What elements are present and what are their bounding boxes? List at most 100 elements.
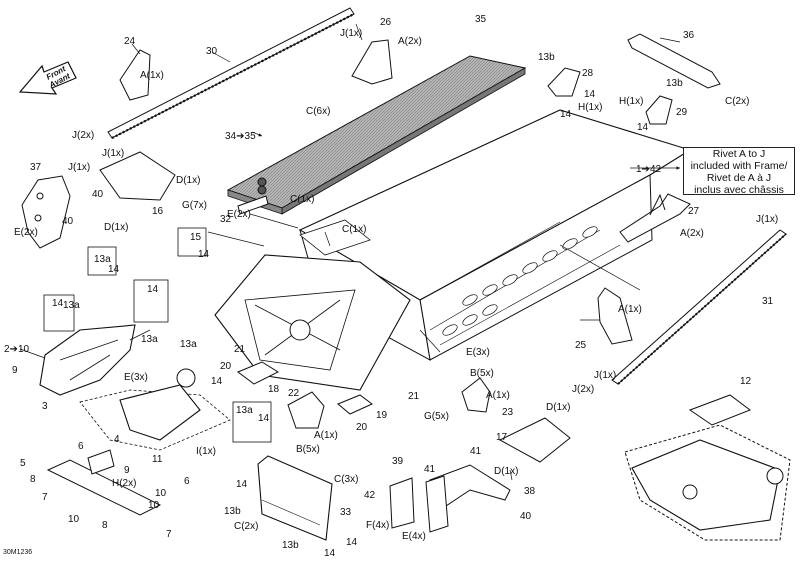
callout-h1x-a: H(1x) [578, 102, 602, 113]
callout-14-h: 14 [211, 376, 223, 387]
rivet-note-line-1: Rivet A to J [712, 148, 766, 160]
callout-7-a: 7 [42, 492, 48, 503]
bracket-part-28 [547, 67, 581, 97]
callout-4: 4 [114, 434, 120, 445]
callout-h1x-b: H(1x) [619, 96, 643, 107]
callout-9-a: 9 [12, 365, 18, 376]
callout-2-10: 2➔10 [4, 344, 30, 355]
callout-j1x-d: J(1x) [756, 214, 778, 225]
bracket-part-16 [99, 151, 176, 201]
rail-part-30 [107, 7, 355, 139]
front-frame-part-3 [39, 324, 136, 396]
bracket-part-26 [351, 39, 393, 85]
callout-32: 32 [220, 214, 232, 225]
callout-3: 3 [42, 401, 48, 412]
callout-13b-d: 13b [282, 540, 299, 551]
rivet-note-box: Rivet A to J included with Frame/ Rivet … [683, 147, 795, 196]
callout-14-d: 14 [108, 264, 120, 275]
callout-23: 23 [502, 407, 514, 418]
callout-b5x-b: B(5x) [296, 444, 320, 455]
callout-21-a: 21 [234, 344, 246, 355]
bracket-part-29 [645, 95, 673, 125]
rivet-note-line-4: inclus avec châssis [694, 184, 784, 196]
callout-31: 31 [762, 296, 774, 307]
callout-j1x-e: J(1x) [594, 370, 616, 381]
callout-13a-e: 13a [236, 405, 253, 416]
callout-d1x-a: D(1x) [176, 175, 200, 186]
callout-20-a: 20 [220, 361, 232, 372]
callout-8-a: 8 [30, 474, 36, 485]
callout-13a-b: 13a [63, 300, 80, 311]
callout-35: 35 [475, 14, 487, 25]
callout-a1x-c: A(1x) [486, 390, 510, 401]
callout-e2x-a: E(2x) [14, 227, 38, 238]
bracket-part-36 [627, 33, 721, 89]
callout-e2x-b: E(2x) [227, 209, 251, 220]
callout-14-c: 14 [637, 122, 649, 133]
bracket-part-24 [119, 49, 151, 101]
side-panel-part-33 [257, 455, 333, 541]
bracket-part-27 [619, 193, 691, 243]
front-direction-arrow: Front Avant [18, 61, 77, 95]
callout-28: 28 [582, 68, 594, 79]
drawing-id: 30M1236 [3, 549, 33, 556]
callout-33: 33 [340, 507, 352, 518]
bar-part-32 [237, 195, 269, 215]
callout-11: 11 [152, 454, 163, 465]
callout-e4x: E(4x) [402, 531, 426, 542]
callout-13b-b: 13b [666, 78, 683, 89]
callout-14-e: 14 [198, 249, 210, 260]
skid-plate-part-5 [46, 449, 162, 516]
callout-j1x-c: J(1x) [68, 162, 90, 173]
callout-26: 26 [380, 17, 392, 28]
callout-d1x-d: D(1x) [494, 466, 518, 477]
callout-10-b: 10 [148, 500, 160, 511]
callout-i1x: I(1x) [196, 446, 216, 457]
bracket-part-17 [498, 417, 571, 463]
callout-14-l: 14 [324, 548, 336, 559]
callout-d1x-c: D(1x) [546, 402, 570, 413]
callout-a1x-d: A(1x) [314, 430, 338, 441]
callout-c6x: C(6x) [306, 106, 330, 117]
callout-19: 19 [376, 410, 388, 421]
callout-j1x-b: J(1x) [102, 148, 124, 159]
callout-j2x-a: J(2x) [72, 130, 94, 141]
bracket-part-25 [597, 287, 633, 345]
callout-22: 22 [288, 388, 300, 399]
callout-5: 5 [20, 458, 26, 469]
callout-a2x-b: A(2x) [680, 228, 704, 239]
callout-40-a: 40 [92, 189, 104, 200]
callout-34-35: 34➔35 [225, 131, 256, 142]
callout-14-i: 14 [258, 413, 270, 424]
callout-30: 30 [206, 46, 218, 57]
bracket-part-38 [389, 464, 511, 533]
leader-lines [19, 23, 681, 481]
callout-d1x-b: D(1x) [104, 222, 128, 233]
callout-c3x: C(3x) [334, 474, 358, 485]
callout-36: 36 [683, 30, 695, 41]
callout-14-j: 14 [236, 479, 248, 490]
hardware-kit-box [43, 227, 272, 443]
callout-14-g: 14 [147, 284, 159, 295]
callout-a2x-a: A(2x) [398, 36, 422, 47]
callout-g7x: G(7x) [182, 200, 207, 211]
callout-17: 17 [496, 432, 508, 443]
callout-h2x: H(2x) [112, 478, 136, 489]
callout-10-a: 10 [155, 488, 167, 499]
callout-c1x-a: C(1x) [290, 194, 314, 205]
callout-41-a: 41 [424, 464, 436, 475]
callout-b5x-a: B(5x) [470, 368, 494, 379]
callout-16: 16 [152, 206, 164, 217]
main-tunnel-frame [214, 109, 692, 391]
callout-15: 15 [190, 232, 202, 243]
bracket-part-20 [237, 361, 373, 415]
callout-c2x-a: C(2x) [725, 96, 749, 107]
callout-41-b: 41 [470, 446, 482, 457]
suspension-mount-part-4 [79, 368, 231, 451]
callout-18: 18 [268, 384, 280, 395]
callout-a1x-24: A(1x) [140, 70, 164, 81]
callout-12: 12 [740, 376, 752, 387]
callout-37: 37 [30, 162, 42, 173]
rear-frame-part-12 [624, 394, 791, 541]
